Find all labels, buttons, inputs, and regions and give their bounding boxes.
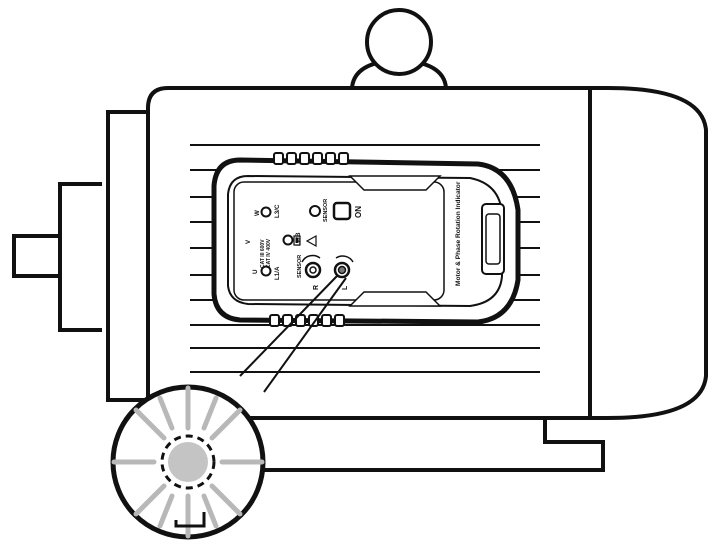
device-face xyxy=(233,181,445,301)
insulation-icon xyxy=(293,235,301,246)
grip-ridges-top xyxy=(273,152,349,165)
label-terminal-l2: L2/B xyxy=(295,232,302,246)
power-button xyxy=(332,201,352,221)
led-lit-center xyxy=(168,442,208,482)
led-glow-rays xyxy=(111,385,265,539)
rotation-leds xyxy=(301,254,354,279)
label-l: L xyxy=(342,285,349,290)
label-sensor-top: SENSOR xyxy=(323,199,329,222)
device-trim-top xyxy=(348,175,442,191)
label-rating-cat3: CAT III 600V xyxy=(260,239,266,268)
led-l2 xyxy=(282,234,294,246)
label-terminal-l1: L1/A xyxy=(274,266,281,280)
label-phase-v: V xyxy=(245,239,252,244)
led-l1 xyxy=(260,265,272,277)
grip-ridges-bottom xyxy=(269,314,345,327)
device-trim-bottom xyxy=(348,291,442,307)
lifting-eye xyxy=(349,8,449,90)
label-sensor-bottom: SENSOR xyxy=(297,255,303,278)
label-on: ON xyxy=(354,206,363,218)
rotation-arrow-icon xyxy=(301,254,321,263)
callout-leader xyxy=(239,275,347,393)
device-side-clip xyxy=(481,203,505,275)
led-l3 xyxy=(260,206,272,218)
motor-end-shield xyxy=(106,110,150,402)
warning-icon xyxy=(305,234,317,248)
phase-leds xyxy=(260,205,321,277)
label-r: R xyxy=(313,285,320,290)
label-terminal-l3: L3/C xyxy=(274,204,281,218)
led-sensor-top xyxy=(309,205,321,217)
led-lit-arrow xyxy=(174,512,206,528)
motor-flange xyxy=(58,182,102,332)
led-zoom-callout xyxy=(110,384,266,540)
label-phase-u: U xyxy=(252,269,259,274)
device-side-title: Motor & Phase Rotation Indicator xyxy=(455,181,462,286)
label-phase-w: W xyxy=(254,210,261,216)
phase-rotation-indicator: W L3/C V L2/B U L1/A CAT III 600V CAT IV… xyxy=(211,152,521,327)
label-rating-cat4: CAT IV 400V xyxy=(266,238,272,268)
motor-foot xyxy=(230,418,605,472)
